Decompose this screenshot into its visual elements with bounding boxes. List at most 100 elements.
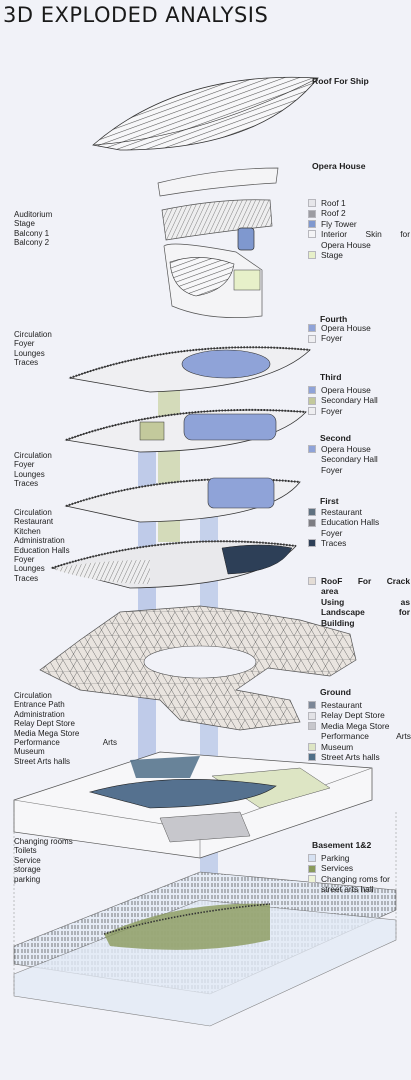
legend-secondary-hall: Secondary Hall: [321, 395, 378, 406]
ground-circulation-labels: Circulation Entrance Path Administration…: [14, 691, 117, 766]
legend-building: Building: [321, 617, 355, 628]
legend-using: Using: [321, 596, 345, 607]
legend-roof: RooF: [321, 576, 343, 586]
legend-for: For: [357, 576, 372, 586]
label-foyer: Foyer: [14, 339, 35, 349]
opera-stage: [233, 269, 261, 291]
swatch-changing-rooms: [308, 875, 316, 884]
label-education-halls: Education Halls: [14, 545, 70, 555]
swatch-second-opera: [308, 445, 316, 454]
swatch-ground-museum: [308, 742, 316, 751]
legend-relay-dept-store: Relay Dept Store: [321, 710, 385, 721]
legend-stage: Stage: [321, 250, 343, 261]
swatch-third-foyer: [308, 407, 316, 416]
third-title: Third: [320, 372, 342, 382]
legend-performance: Performance: [321, 731, 369, 742]
swatch-ground-street-arts: [308, 753, 316, 762]
opera-roof-2: [161, 199, 273, 241]
legend-media-mega-store: Media Mega Store: [321, 720, 390, 731]
third-secondary-hall: [139, 421, 165, 441]
legend-restaurant: Restaurant: [321, 507, 362, 517]
label-foyer: Foyer: [14, 555, 35, 565]
legend-changing-rooms: Changing roms for: [321, 873, 390, 884]
swatch-ground-media: [308, 722, 316, 731]
label-arts: Arts: [102, 738, 117, 748]
opera-house-title: Opera House: [312, 161, 366, 171]
label-toilets: Toilets: [14, 846, 37, 856]
ground-restaurant: [88, 778, 277, 809]
swatch-stage: [308, 251, 316, 260]
legend-as: as: [400, 596, 410, 607]
label-auditorium: Auditorium: [14, 210, 53, 219]
legend-secondary-hall: Secondary Hall: [321, 454, 378, 465]
opera-house-legend: Roof 1 Roof 2 Fly Tower Interior Skin fo…: [308, 198, 410, 260]
legend-parking: Parking: [321, 853, 350, 863]
ground-street-arts: [130, 756, 200, 778]
label-circulation: Circulation: [14, 508, 52, 517]
label-lounges: Lounges: [14, 469, 45, 479]
first-title: First: [320, 496, 339, 506]
label-parking: parking: [14, 874, 41, 884]
legend-arts: Arts: [396, 731, 411, 742]
legend-street-arts-hall: street arts hall: [321, 884, 374, 895]
legend-traces: Traces: [321, 538, 347, 549]
basement-services: [104, 903, 270, 950]
legend-street-arts-halls: Street Arts halls: [321, 752, 380, 763]
legend-interior: Interior: [321, 229, 348, 240]
roof-ship-title: Roof For Ship: [312, 76, 369, 86]
roof-ship-shell: [92, 76, 319, 151]
label-traces: Traces: [14, 358, 39, 368]
legend-landscape: Landscape: [321, 607, 365, 618]
fourth-opera-house: [181, 349, 271, 379]
legend-opera-house: Opera House: [321, 385, 371, 395]
legend-museum: Museum: [321, 741, 354, 752]
label-performance: Performance: [14, 738, 60, 748]
swatch-first-restaurant: [308, 508, 316, 517]
legend-for: for: [400, 229, 410, 240]
swatch-parking: [308, 854, 316, 863]
label-kitchen: Kitchen: [14, 526, 41, 536]
label-circulation: Circulation: [14, 451, 52, 460]
label-changing-rooms: Changing rooms: [14, 837, 73, 846]
basement-title: Basement 1&2: [312, 840, 372, 850]
legend-services: Services: [321, 863, 354, 874]
swatch-roof-2: [308, 209, 316, 218]
label-restaurant: Restaurant: [14, 517, 54, 527]
swatch-first-traces: [308, 539, 316, 548]
legend-roof-2: Roof 2: [321, 208, 346, 219]
label-storage: storage: [14, 865, 41, 875]
upper-circulation-labels: Circulation Foyer Lounges Traces: [14, 330, 52, 368]
third-legend: Opera House Secondary Hall Foyer: [308, 385, 378, 416]
second-legend: Opera House Secondary Hall Foyer: [308, 444, 378, 475]
legend-roof-1: Roof 1: [321, 198, 346, 208]
legend-foyer: Foyer: [321, 527, 343, 538]
swatch-third-opera: [308, 386, 316, 395]
core-blue-1: [138, 432, 156, 772]
label-lounges: Lounges: [14, 348, 45, 358]
fourth-title: Fourth: [320, 314, 348, 324]
basement-legend: Parking Services Changing roms for stree…: [308, 853, 390, 895]
roof-crack-legend: RooF For Crack area Using as Landscape f…: [308, 576, 410, 628]
second-title: Second: [320, 433, 352, 443]
swatch-fourth-opera: [308, 324, 316, 333]
legend-opera-house: Opera House: [321, 239, 371, 250]
label-administration: Administration: [14, 536, 65, 546]
swatch-ground-relay: [308, 711, 316, 720]
legend-for-2: for: [398, 607, 410, 618]
legend-foyer: Foyer: [321, 464, 343, 475]
opera-roof-1: [157, 167, 279, 197]
swatch-ground-restaurant: [308, 701, 316, 710]
legend-area: area: [321, 586, 339, 597]
label-stage: Stage: [14, 219, 35, 229]
legend-opera-house: Opera House: [321, 444, 371, 454]
ground-legend: Restaurant Relay Dept Store Media Mega S…: [308, 700, 411, 762]
legend-opera-house: Opera House: [321, 323, 371, 333]
swatch-roof-crack: [308, 577, 316, 586]
label-circulation: Circulation: [14, 330, 52, 339]
label-relay-dept-store: Relay Dept Store: [14, 719, 75, 729]
label-traces: Traces: [14, 573, 39, 583]
first-traces: [221, 544, 293, 575]
legend-skin: Skin: [365, 229, 382, 240]
first-circulation-labels: Circulation Restaurant Kitchen Administr…: [14, 508, 70, 583]
